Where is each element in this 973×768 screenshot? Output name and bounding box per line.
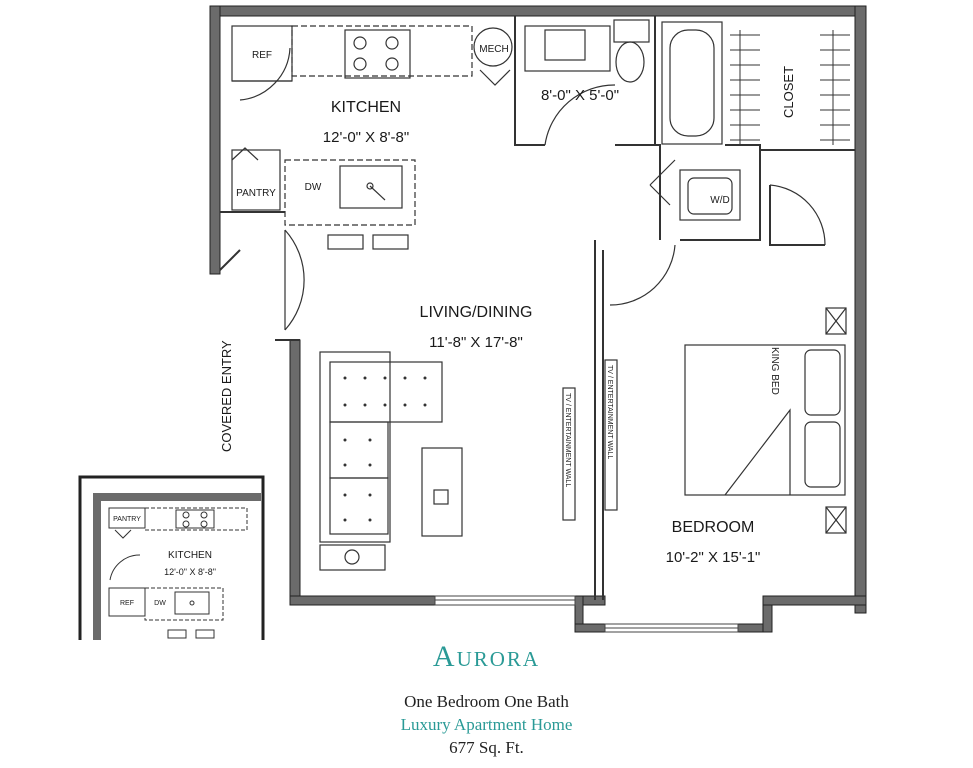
closet-label: CLOSET xyxy=(781,66,796,118)
inset-ref-label: REF xyxy=(120,600,134,607)
bath-dims: 8'-0" X 5'-0" xyxy=(541,87,619,104)
pantry-label: PANTRY xyxy=(236,188,276,199)
exterior-walls xyxy=(209,5,867,633)
bathroom-fixtures xyxy=(524,19,741,221)
bedroom-furniture xyxy=(684,307,847,534)
interior-walls xyxy=(219,16,855,600)
bedroom-dims: 10'-2" X 15'-1" xyxy=(666,549,761,566)
ref-label: REF xyxy=(252,50,272,61)
tv-wall-label-right: TV / ENTERTAINMENT WALL xyxy=(606,365,613,459)
living-dims: 11'-8" X 17'-8" xyxy=(429,334,523,351)
inset-kitchen-dims: 12'-0" X 8'-8" xyxy=(164,567,216,577)
doors xyxy=(239,47,826,331)
tv-wall-label-left: TV / ENTERTAINMENT WALL xyxy=(564,393,571,487)
wd-label: W/D xyxy=(710,195,729,206)
living-label: LIVING/DINING xyxy=(420,304,533,321)
windows xyxy=(434,595,739,633)
living-furniture xyxy=(319,351,618,571)
king-bed-label: KING BED xyxy=(769,347,780,395)
sofa-tufts xyxy=(343,376,427,522)
plan-description: One Bedroom One Bath xyxy=(404,692,569,711)
bedroom-label: BEDROOM xyxy=(672,519,755,536)
inset-kitchen-label: KITCHEN xyxy=(168,550,212,561)
inset-dw-label: DW xyxy=(154,600,166,607)
dw-label: DW xyxy=(305,182,322,193)
plan-area: 677 Sq. Ft. xyxy=(449,738,524,757)
kitchen-inset: PANTRY KITCHEN 12'-0" X 8'-8" REF DW xyxy=(78,475,265,640)
plan-name: Aurora xyxy=(432,640,541,673)
covered-entry-label: COVERED ENTRY xyxy=(219,340,234,452)
plan-subtitle: Luxury Apartment Home xyxy=(400,715,573,734)
closet-rods xyxy=(730,30,850,145)
kitchen-counters xyxy=(231,25,513,250)
kitchen-dims: 12'-0" X 8'-8" xyxy=(323,129,409,146)
kitchen-label: KITCHEN xyxy=(331,99,401,116)
floor-plan: KITCHEN 12'-0" X 8'-8" 8'-0" X 5'-0" LIV… xyxy=(78,5,867,640)
mech-label: MECH xyxy=(479,44,508,55)
inset-pantry-label: PANTRY xyxy=(113,516,141,523)
